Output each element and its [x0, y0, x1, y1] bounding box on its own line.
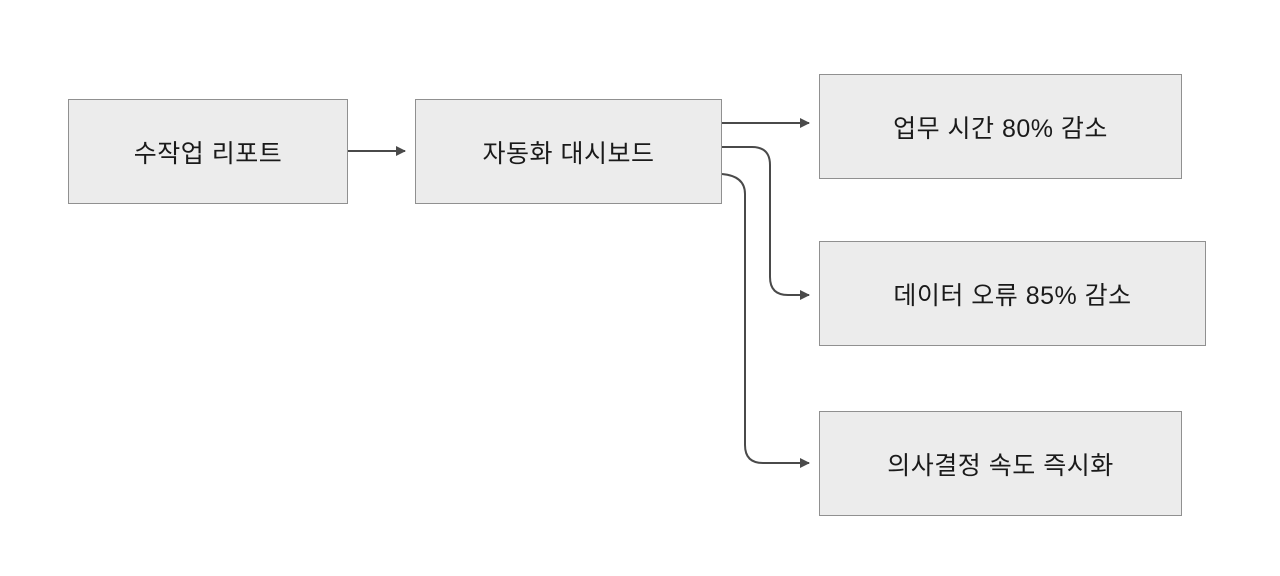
edge-dashboard-to-decision — [721, 173, 810, 468]
edge-dashboard-to-error — [722, 146, 810, 300]
node-manual-report: 수작업 리포트 — [68, 99, 348, 204]
node-benefit-data-error-label: 데이터 오류 85% 감소 — [893, 281, 1132, 310]
node-benefit-decision-speed: 의사결정 속도 즉시화 — [819, 411, 1182, 516]
node-benefit-work-time: 업무 시간 80% 감소 — [819, 74, 1182, 179]
node-benefit-decision-speed-label: 의사결정 속도 즉시화 — [887, 451, 1114, 480]
node-automated-dashboard-label: 자동화 대시보드 — [482, 139, 655, 168]
node-benefit-data-error: 데이터 오류 85% 감소 — [819, 241, 1206, 346]
node-manual-report-label: 수작업 리포트 — [133, 139, 283, 168]
node-benefit-work-time-label: 업무 시간 80% 감소 — [893, 114, 1108, 143]
node-automated-dashboard: 자동화 대시보드 — [415, 99, 722, 204]
